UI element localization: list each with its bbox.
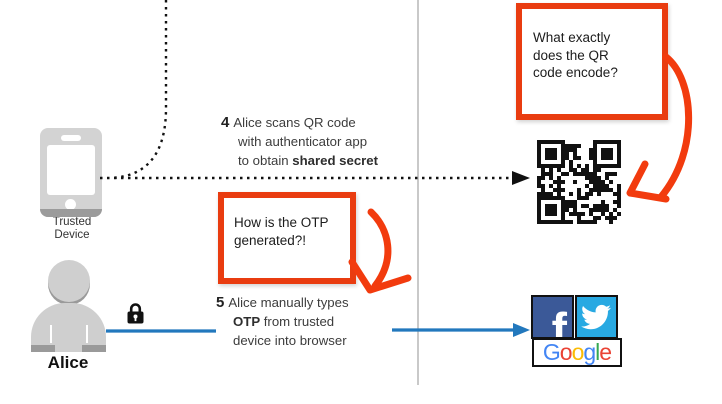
google-logo: Google (532, 338, 622, 367)
facebook-logo: f (531, 295, 574, 339)
qr-question-callout: What exactly does the QR code encode? (516, 3, 668, 120)
phone-speaker (61, 135, 81, 141)
torso-slit (50, 325, 52, 343)
dotted-curve-line (109, 0, 168, 180)
sleeve-cuff (82, 345, 106, 352)
phone-screen (47, 145, 95, 195)
google-letter: o (571, 339, 585, 365)
red-curved-arrow-otp (348, 208, 412, 294)
google-letter: l (595, 339, 600, 365)
phone-home-button (65, 199, 76, 210)
facebook-f-icon: f (551, 303, 567, 339)
dotted-arrowhead (512, 171, 530, 185)
twitter-bird-icon (581, 304, 611, 330)
step-5-number: 5 (216, 294, 225, 311)
blue-arrowhead (513, 323, 530, 337)
phone-bottom-band (40, 209, 102, 217)
lock-icon (127, 303, 144, 324)
google-letter: e (599, 339, 612, 365)
twitter-logo (575, 295, 618, 339)
person-icon (48, 260, 90, 302)
trusted-device-label: Trusted Device (52, 216, 92, 241)
torso-slit (86, 325, 88, 343)
google-letter: G (542, 339, 561, 365)
qr-code (537, 140, 621, 224)
smartphone-icon (40, 128, 102, 217)
otp-question-callout: How is the OTP generated?! (218, 192, 356, 284)
alice-label: Alice (47, 353, 89, 372)
step-4-number: 4 (221, 114, 230, 131)
person-torso (31, 303, 106, 352)
google-letter: g (583, 339, 596, 365)
sleeve-cuff (31, 345, 55, 352)
google-letter: o (559, 339, 573, 365)
